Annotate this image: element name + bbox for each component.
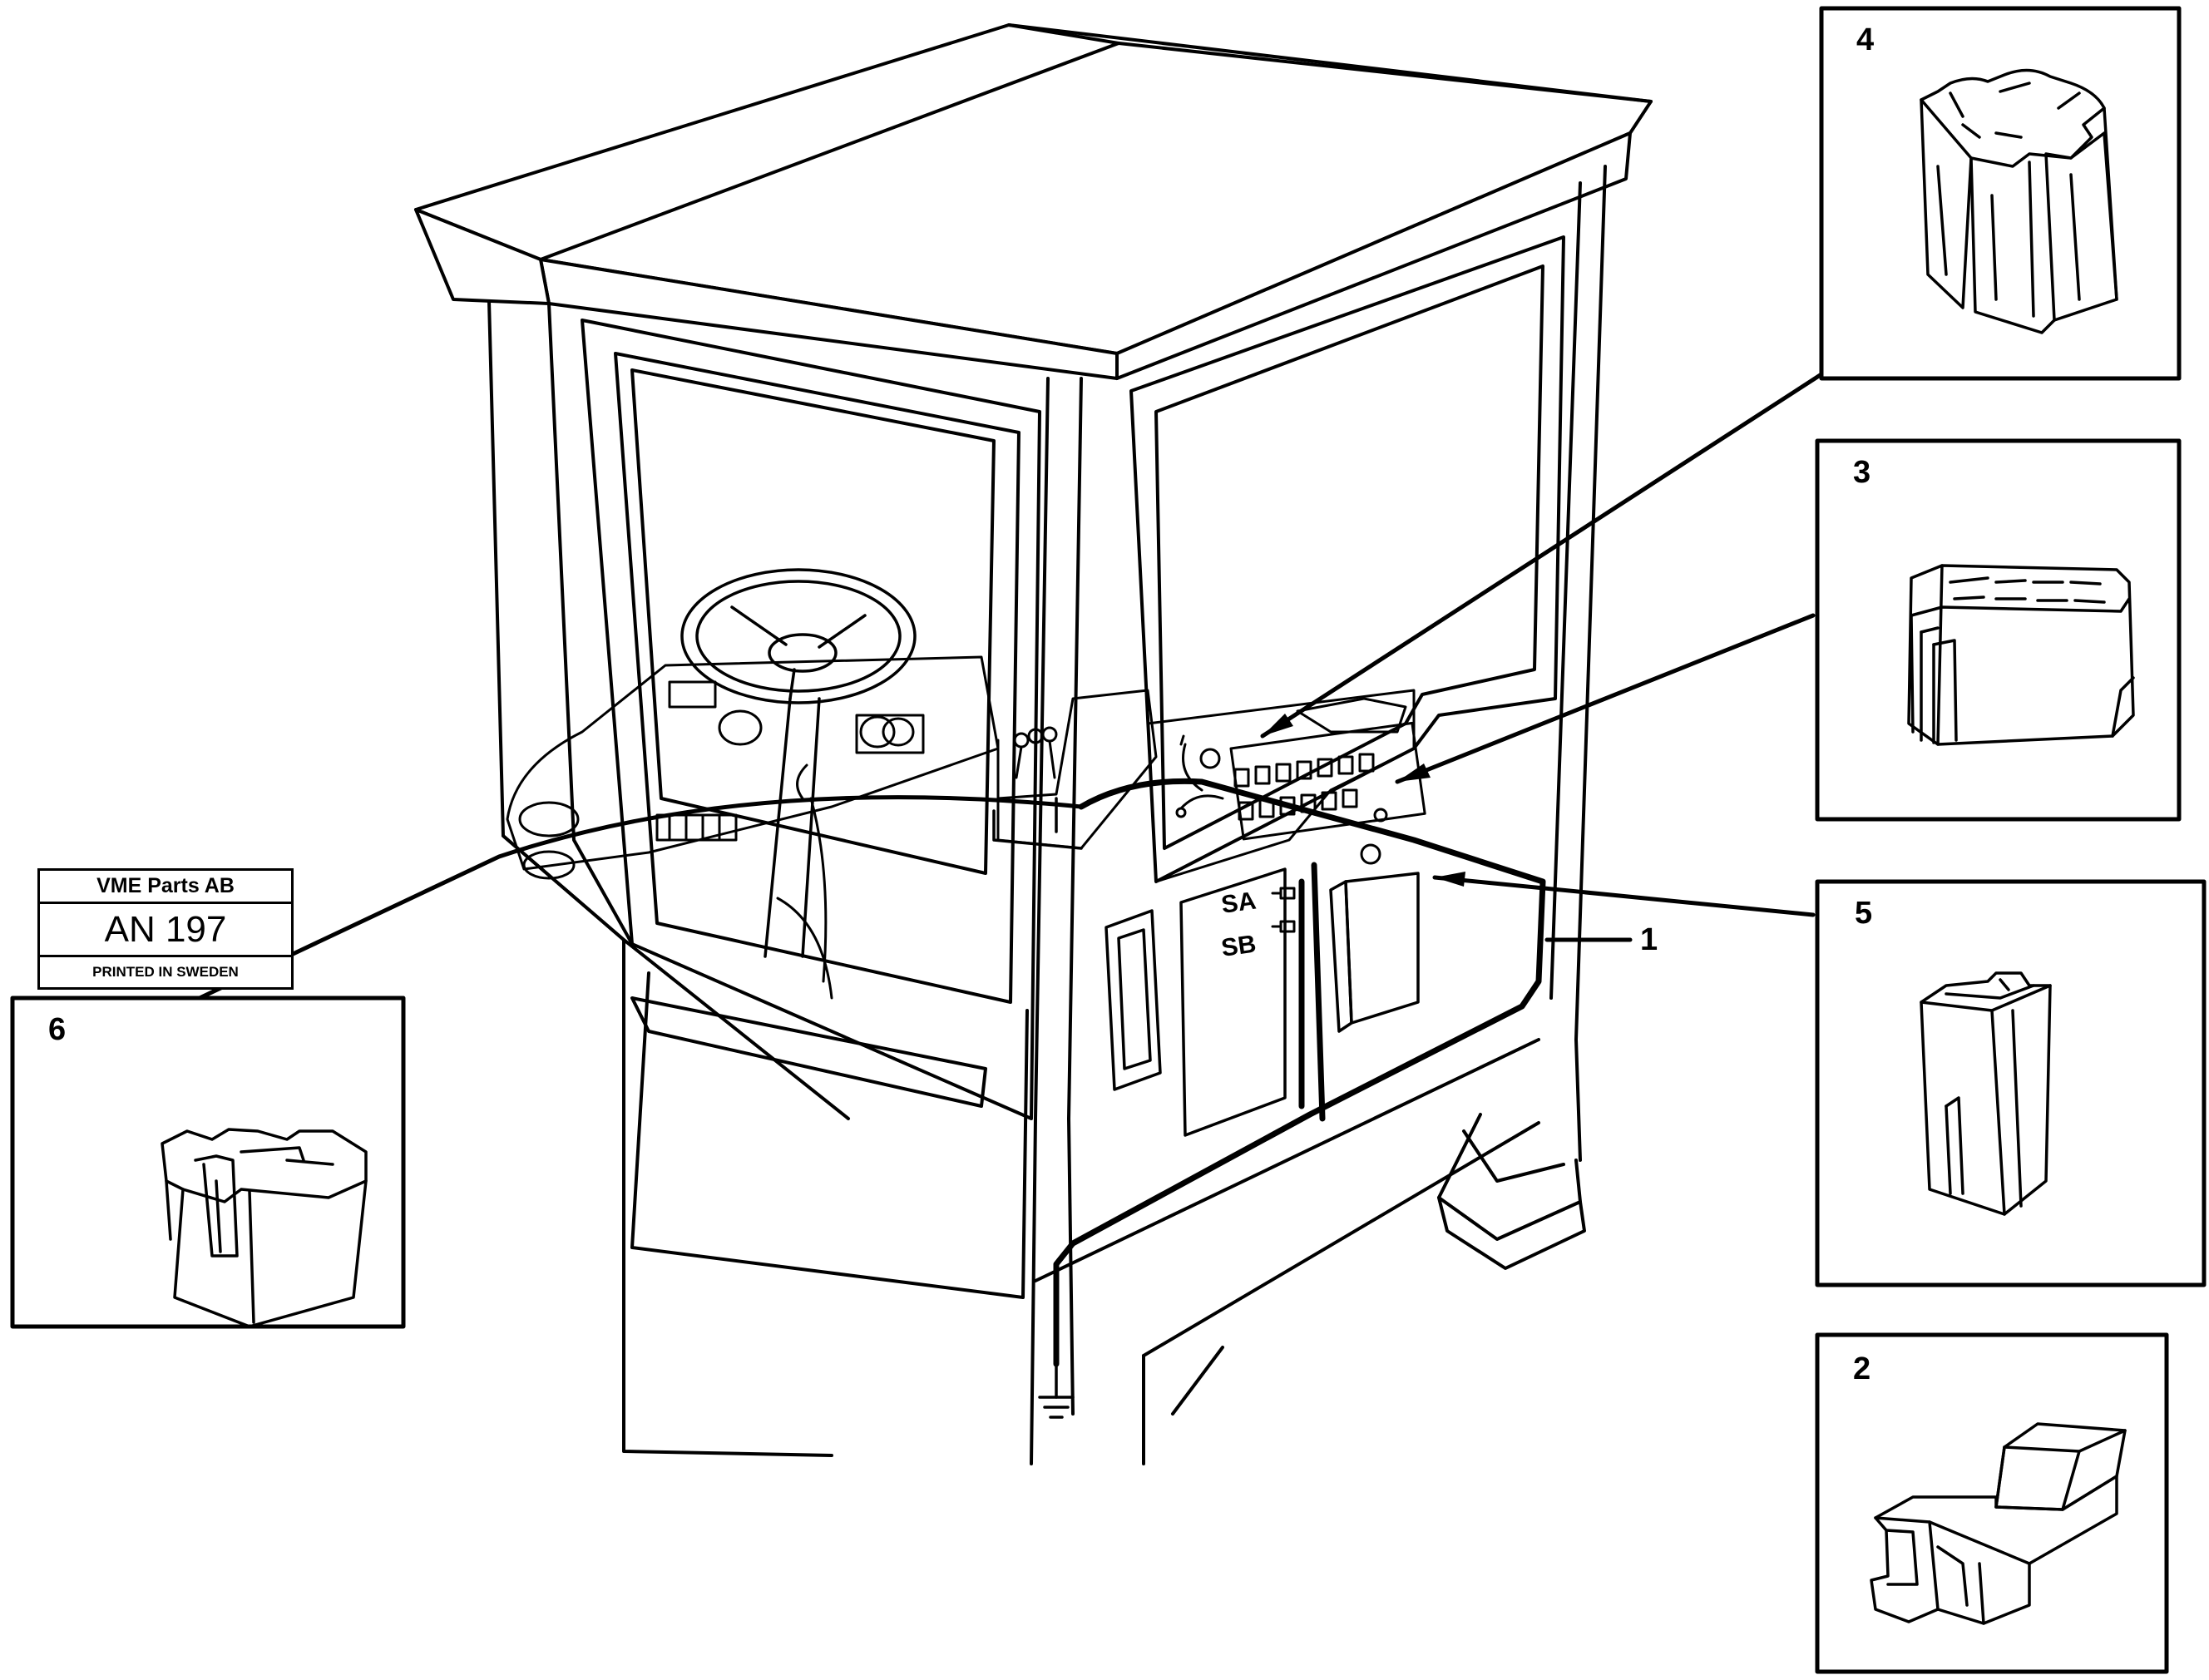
sa-sb-connectors <box>1271 887 1296 933</box>
stamp-printed: PRINTED IN SWEDEN <box>92 964 239 980</box>
wire-harness <box>1053 778 1546 1367</box>
cab-body <box>487 165 1607 1465</box>
callout-5: 5 <box>1855 896 1872 931</box>
leader-lines <box>197 372 1824 1001</box>
callout-1: 1 <box>1640 922 1658 957</box>
callout-4: 4 <box>1856 22 1874 57</box>
label-sb: SB <box>1219 930 1258 961</box>
stamp-company: VME Parts AB <box>40 871 291 904</box>
dashboard <box>506 655 1058 1000</box>
ground-symbol-icon <box>1038 1362 1075 1419</box>
stamp-code: AN 197 <box>40 904 291 957</box>
detail-box-6 <box>10 996 406 1329</box>
label-sa: SA <box>1219 887 1258 918</box>
detail-box-2 <box>1815 1332 2169 1674</box>
steering-wheel <box>680 568 917 958</box>
callout-3: 3 <box>1853 455 1870 490</box>
detail-box-4 <box>1819 6 2182 381</box>
callout-2: 2 <box>1853 1351 1870 1386</box>
cab-roof <box>414 23 1653 380</box>
publisher-stamp: VME Parts AB AN 197 PRINTED IN SWEDEN <box>37 868 294 990</box>
callout-6: 6 <box>48 1012 66 1047</box>
detail-box-3 <box>1815 438 2182 822</box>
cab-door <box>581 319 1041 1299</box>
detail-box-5 <box>1815 879 2207 1287</box>
lower-panels <box>992 797 1420 1137</box>
leader-arrows <box>1263 714 1465 887</box>
